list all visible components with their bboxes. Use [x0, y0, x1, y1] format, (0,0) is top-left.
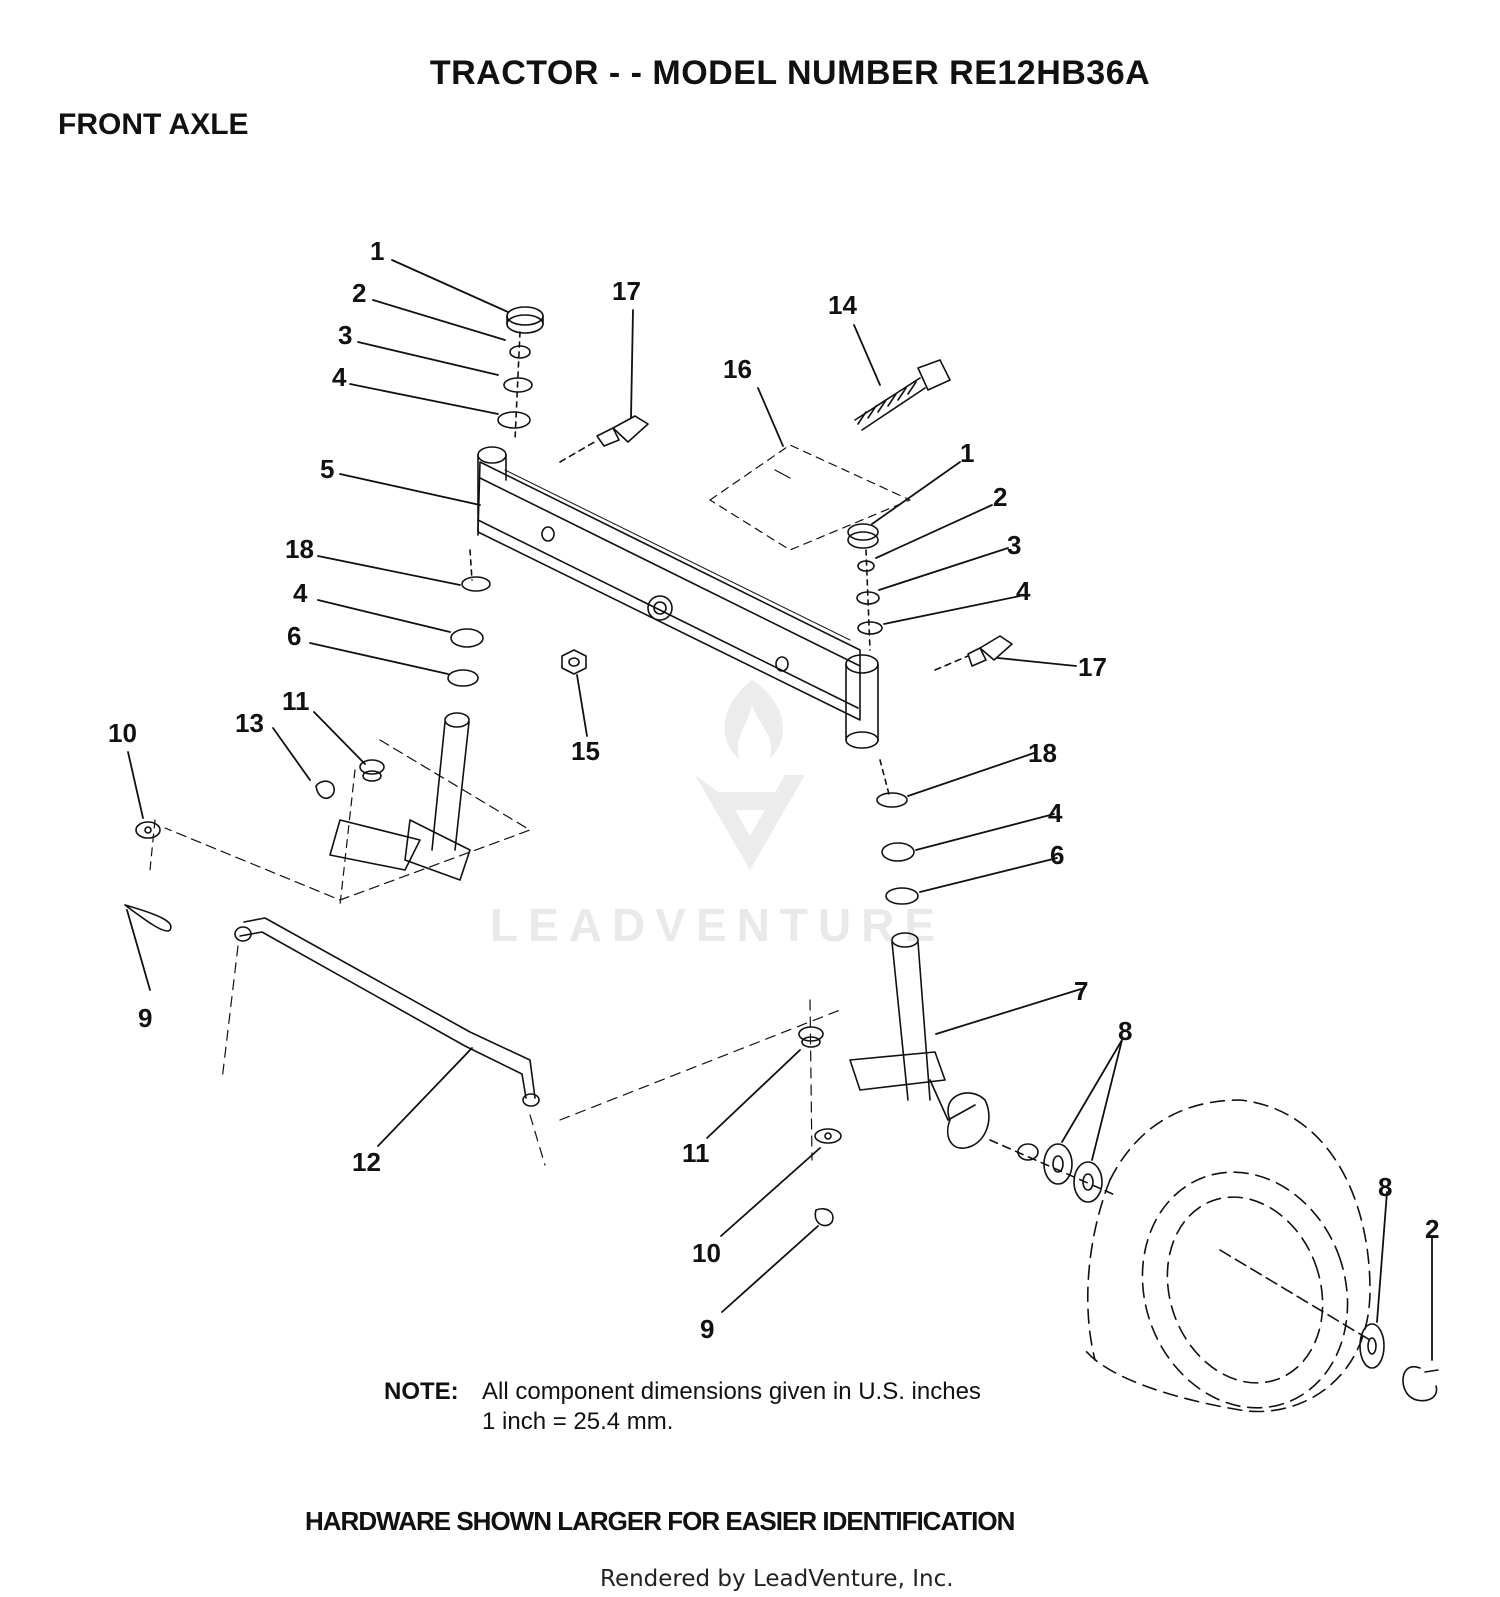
callout-3-left: 3 [338, 320, 352, 350]
callout-10-left: 10 [108, 718, 137, 748]
bolt [854, 359, 951, 431]
drag-link [221, 917, 841, 1166]
grease-fitting-right [934, 635, 1013, 671]
leader-lines [126, 259, 1433, 1361]
right-top-hardware [847, 523, 883, 651]
callout-18-right: 18 [1028, 738, 1057, 768]
note-label: NOTE: [384, 1378, 459, 1405]
callout-17-left: 17 [612, 276, 641, 306]
callout-3-right: 3 [1007, 530, 1021, 560]
callout-11-left: 11 [282, 686, 310, 716]
right-lower-hardware [798, 999, 842, 1227]
left-spindle [329, 549, 491, 881]
nut [561, 649, 587, 675]
callout-2-left: 2 [352, 278, 366, 308]
callout-9-left: 9 [138, 1003, 152, 1033]
left-hardware [124, 759, 385, 932]
callout-12: 12 [352, 1147, 381, 1177]
callout-2-clip: 2 [1425, 1214, 1439, 1244]
note-line-2: 1 inch = 25.4 mm. [482, 1408, 674, 1435]
callout-5: 5 [320, 454, 334, 484]
rendered-by: Rendered by LeadVenture, Inc. [600, 1566, 954, 1592]
callout-14: 14 [828, 290, 857, 320]
callout-labels: 1 2 3 4 5 18 4 6 10 13 11 9 12 17 16 14 … [108, 236, 1439, 1344]
page-title: TRACTOR - - MODEL NUMBER RE12HB36A [429, 54, 1151, 92]
watermark-text: LEADVENTURE [490, 899, 946, 951]
note-line-1: All component dimensions given in U.S. i… [482, 1378, 981, 1405]
washers [989, 1139, 1116, 1203]
callout-2-right: 2 [993, 482, 1007, 512]
callout-4-left-mid: 4 [293, 578, 308, 608]
left-top-hardware [497, 306, 544, 441]
grease-fitting-left [559, 415, 649, 463]
callout-9-right: 9 [700, 1314, 714, 1344]
callout-16: 16 [723, 354, 752, 384]
callout-8-washers: 8 [1118, 1016, 1132, 1046]
left-guide-lines [164, 739, 531, 901]
callout-8-right: 8 [1378, 1172, 1392, 1202]
callout-11-right: 11 [682, 1138, 710, 1168]
watermark-logo [695, 680, 805, 870]
callout-6-right: 6 [1050, 840, 1064, 870]
hardware-note: HARDWARE SHOWN LARGER FOR EASIER IDENTIF… [305, 1506, 1015, 1536]
callout-17-right: 17 [1078, 652, 1107, 682]
callout-18-left: 18 [285, 534, 314, 564]
right-end-hardware [1359, 1323, 1439, 1402]
callout-4-right-top: 4 [1016, 576, 1031, 606]
wheel [1084, 1099, 1371, 1413]
callout-13: 13 [235, 708, 264, 738]
callout-6-left: 6 [287, 621, 301, 651]
axle-beam [477, 446, 879, 749]
callout-4-right-mid: 4 [1048, 798, 1063, 828]
callout-4-left-top: 4 [332, 362, 347, 392]
callout-1-left: 1 [370, 236, 384, 266]
callout-15: 15 [571, 736, 600, 766]
section-title: FRONT AXLE [58, 108, 249, 141]
right-spindle [849, 759, 990, 1149]
hidden-box [709, 444, 911, 551]
callout-7: 7 [1074, 976, 1088, 1006]
callout-1-right: 1 [960, 438, 974, 468]
callout-10-right: 10 [692, 1238, 721, 1268]
